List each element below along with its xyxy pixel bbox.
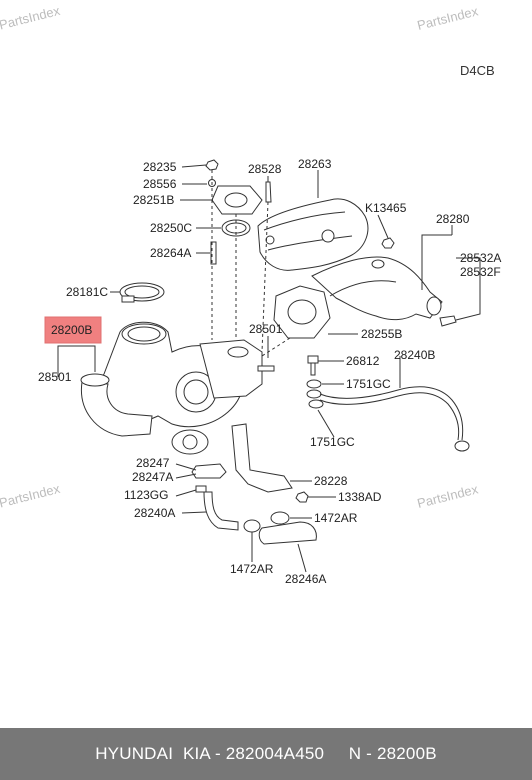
label-K13465[interactable]: K13465	[365, 201, 407, 215]
label-28532A[interactable]: 28532A	[460, 251, 501, 265]
part-drawings	[80, 159, 470, 545]
label-28200B[interactable]: 28200B	[51, 323, 92, 337]
label-28247[interactable]: 28247	[136, 456, 170, 470]
watermark-bottom-right: PartsIndex	[416, 481, 480, 511]
label-28251B[interactable]: 28251B	[133, 193, 174, 207]
label-28181C[interactable]: 28181C	[66, 285, 108, 299]
engine-code: D4CB	[460, 63, 495, 78]
highlight-box[interactable]	[44, 316, 102, 344]
label-28255B[interactable]: 28255B	[361, 327, 402, 341]
label-28263[interactable]: 28263	[298, 157, 332, 171]
label-28532F[interactable]: 28532F	[460, 265, 501, 279]
label-28280[interactable]: 28280	[436, 212, 470, 226]
label-1123GG[interactable]: 1123GG	[124, 488, 168, 502]
label-1751GC-top[interactable]: 1751GC	[346, 377, 391, 391]
footer-bar: HYUNDAI KIA - 282004A450 N - 28200B	[0, 728, 532, 780]
label-28264A[interactable]: 28264A	[150, 246, 191, 260]
label-1472AR-bottom[interactable]: 1472AR	[230, 562, 274, 576]
label-28246A[interactable]: 28246A	[285, 572, 326, 586]
label-28240A[interactable]: 28240A	[134, 506, 175, 520]
label-28235[interactable]: 28235	[143, 160, 177, 174]
leader-lines	[57, 164, 481, 573]
watermark-bottom-left: PartsIndex	[0, 481, 62, 511]
label-1338AD[interactable]: 1338AD	[338, 490, 382, 504]
label-28528[interactable]: 28528	[248, 162, 282, 176]
label-28556[interactable]: 28556	[143, 177, 177, 191]
watermark-top-right: PartsIndex	[416, 3, 480, 33]
footer-text: HYUNDAI KIA - 282004A450 N - 28200B	[95, 744, 437, 763]
label-28228[interactable]: 28228	[314, 474, 348, 488]
label-1472AR-right[interactable]: 1472AR	[314, 511, 358, 525]
label-28240B[interactable]: 28240B	[394, 348, 435, 362]
label-28250C[interactable]: 28250C	[150, 221, 192, 235]
label-1751GC-bottom[interactable]: 1751GC	[310, 435, 355, 449]
label-28247A[interactable]: 28247A	[132, 470, 173, 484]
watermark-top-left: PartsIndex	[0, 3, 62, 33]
part-labels: 28235 28556 28251B 28528 28263 28250C K1…	[38, 157, 501, 586]
label-26812[interactable]: 26812	[346, 354, 380, 368]
label-28501-left[interactable]: 28501	[38, 370, 72, 384]
label-28501-right[interactable]: 28501	[249, 322, 283, 336]
